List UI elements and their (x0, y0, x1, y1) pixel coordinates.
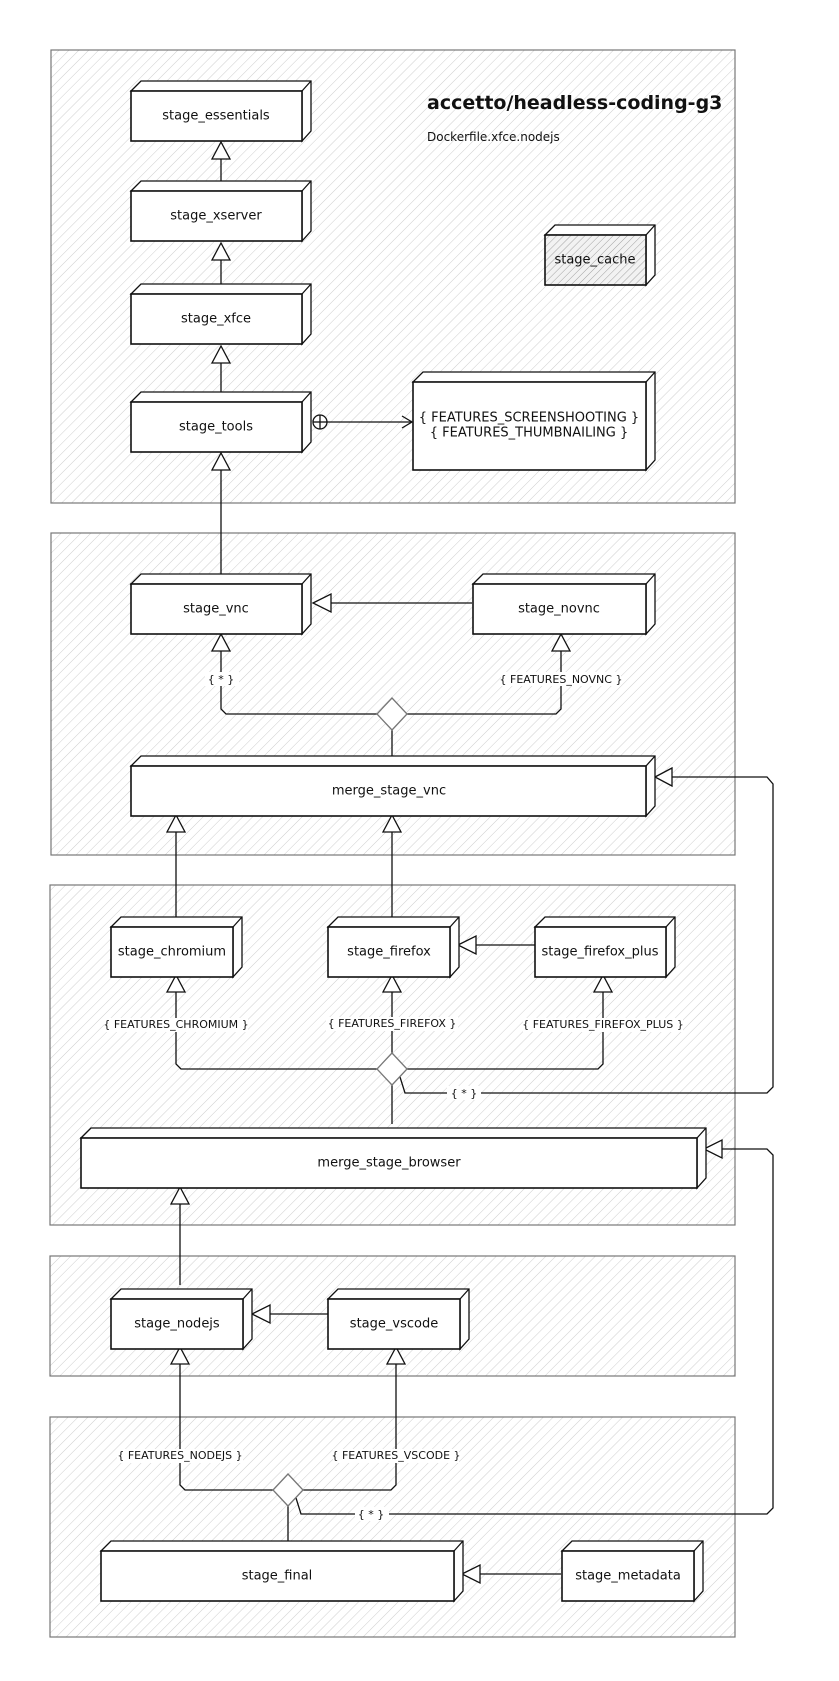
stage-xfce-label: stage_xfce (181, 312, 251, 327)
stage-vnc-label: stage_vnc (183, 602, 249, 617)
arrow-nodejs-up (169, 1345, 191, 1365)
stage-xfce-box[interactable]: stage_xfce (129, 283, 312, 346)
arrow-mergevnc-mid (381, 813, 403, 833)
arrow-firefoxplus-up (592, 973, 614, 993)
edge-browser-any-loop (399, 776, 774, 1094)
stage-chromium-box[interactable]: stage_chromium (109, 916, 243, 979)
edge-label-browser-any: { * } (451, 1087, 478, 1100)
edge-label-final-any: { * } (358, 1508, 385, 1521)
stage-cache-box[interactable]: stage_cache (543, 224, 656, 287)
arrow-final-side (460, 1563, 481, 1585)
edge-final-any-loop (295, 1148, 774, 1515)
features-note-line-1: { FEATURES_SCREENSHOOTING } (419, 411, 639, 426)
merge-stage-browser-label: merge_stage_browser (317, 1156, 461, 1171)
edge-label-vscode: { FEATURES_VSCODE } (331, 1449, 460, 1462)
stage-chromium-label: stage_chromium (118, 945, 226, 960)
diagram-title: accetto/headless-coding-g3 (427, 92, 722, 114)
arrow-xfce (210, 344, 232, 364)
edge-merge-final-right (288, 1364, 397, 1491)
stage-novnc-label: stage_novnc (518, 602, 600, 617)
arrow-mergebrowser-right (702, 1138, 723, 1160)
stage-xserver-box[interactable]: stage_xserver (129, 180, 312, 243)
edge-label-firefox-plus: { FEATURES_FIREFOX_PLUS } (522, 1018, 684, 1031)
stage-metadata-label: stage_metadata (575, 1569, 681, 1584)
edge-label-novnc: { FEATURES_NOVNC } (500, 673, 623, 686)
edges (165, 140, 774, 1585)
stage-cache-label: stage_cache (554, 253, 635, 268)
stage-vscode-label: stage_vscode (350, 1317, 438, 1332)
stage-firefox-label: stage_firefox (347, 945, 431, 960)
merge-diamond-browser (376, 1052, 408, 1086)
merge-diamond-final (272, 1473, 304, 1507)
edge-label-nodejs: { FEATURES_NODEJS } (117, 1449, 242, 1462)
stage-firefox-box[interactable]: stage_firefox (326, 916, 460, 979)
edge-label-vnc-any: { * } (208, 673, 235, 686)
arrow-note (401, 415, 414, 429)
edge-label-chromium: { FEATURES_CHROMIUM } (103, 1018, 248, 1031)
stage-firefox-plus-box[interactable]: stage_firefox_plus (533, 916, 676, 979)
arrow-chromium-up (165, 973, 187, 993)
edge-label-firefox: { FEATURES_FIREFOX } (328, 1017, 457, 1030)
stage-essentials-label: stage_essentials (162, 109, 270, 124)
stage-vscode-box[interactable]: stage_vscode (326, 1288, 470, 1351)
features-note-line-2: { FEATURES_THUMBNAILING } (430, 426, 629, 441)
arrow-mergevnc-left (165, 813, 187, 833)
arrow-novnc-up (550, 632, 572, 652)
arrow-nodejs-side (250, 1303, 271, 1325)
arrow-vscode-up (385, 1345, 407, 1365)
stage-tools-label: stage_tools (179, 420, 253, 435)
edge-merge-final-left (179, 1364, 288, 1491)
merge-stage-browser-box[interactable]: merge_stage_browser (79, 1127, 707, 1190)
arrow-tools (210, 451, 232, 471)
stage-firefox-plus-label: stage_firefox_plus (541, 945, 658, 960)
arrow-essentials (210, 140, 232, 160)
stage-nodejs-box[interactable]: stage_nodejs (109, 1288, 253, 1351)
stage-essentials-box[interactable]: stage_essentials (129, 80, 312, 143)
arrow-vnc-up (210, 632, 232, 652)
merge-stage-vnc-label: merge_stage_vnc (332, 784, 446, 799)
arrow-xserver (210, 241, 232, 261)
arrow-firefox-side (456, 934, 477, 956)
stage-boxes: stage_essentials stage_xserver stage_xfc… (79, 80, 707, 1603)
arrow-firefox-up (381, 973, 403, 993)
diagram-subtitle: Dockerfile.xfce.nodejs (427, 130, 560, 144)
arrow-vnc-side (311, 592, 332, 614)
stage-metadata-box[interactable]: stage_metadata (560, 1540, 704, 1603)
stage-novnc-box[interactable]: stage_novnc (471, 573, 656, 636)
stage-tools-box[interactable]: stage_tools (129, 391, 312, 454)
merge-diamond-vnc (376, 697, 408, 731)
stage-final-label: stage_final (242, 1569, 313, 1584)
stage-vnc-box[interactable]: stage_vnc (129, 573, 312, 636)
features-note-box: { FEATURES_SCREENSHOOTING } { FEATURES_T… (411, 371, 656, 472)
stage-xserver-label: stage_xserver (170, 209, 262, 224)
edge-labels: { * } { FEATURES_NOVNC } { FEATURES_CHRO… (103, 672, 684, 1521)
arrow-mergebrowser-up (169, 1185, 191, 1205)
arrow-mergevnc-right (653, 766, 673, 788)
stage-nodejs-label: stage_nodejs (134, 1317, 220, 1332)
merge-stage-vnc-box[interactable]: merge_stage_vnc (129, 755, 656, 818)
stage-final-box[interactable]: stage_final (99, 1540, 464, 1603)
